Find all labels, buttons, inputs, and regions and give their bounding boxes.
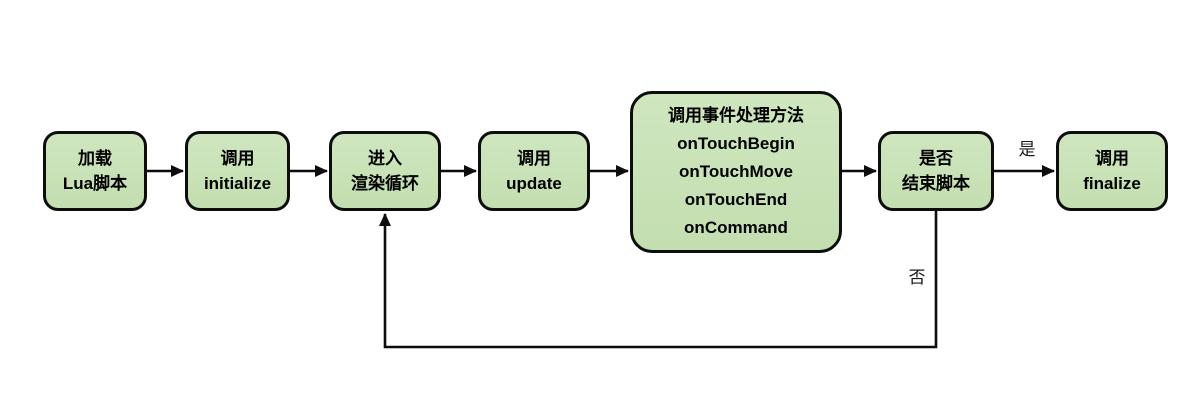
- node-label: 调用事件处理方法 onTouchBegin onTouchMove onTouc…: [668, 105, 804, 238]
- node-call-initialize: 调用 initialize: [185, 131, 290, 211]
- node-label: 调用 finalize: [1083, 148, 1141, 194]
- node-label: 是否 结束脚本: [902, 148, 970, 194]
- node-call-finalize: 调用 finalize: [1056, 131, 1168, 211]
- edge-label-yes: 是: [1018, 140, 1036, 159]
- node-enter-render-loop: 进入 渲染循环: [329, 131, 441, 211]
- node-end-script-decision: 是否 结束脚本: [878, 131, 994, 211]
- node-call-event-handlers: 调用事件处理方法 onTouchBegin onTouchMove onTouc…: [630, 91, 842, 253]
- edge-label-no: 否: [908, 268, 926, 287]
- node-label: 进入 渲染循环: [351, 148, 419, 194]
- node-call-update: 调用 update: [478, 131, 590, 211]
- node-label: 调用 initialize: [203, 148, 272, 194]
- node-label: 调用 update: [506, 148, 562, 194]
- node-label: 加载 Lua脚本: [62, 148, 128, 194]
- node-load-lua-script: 加载 Lua脚本: [43, 131, 147, 211]
